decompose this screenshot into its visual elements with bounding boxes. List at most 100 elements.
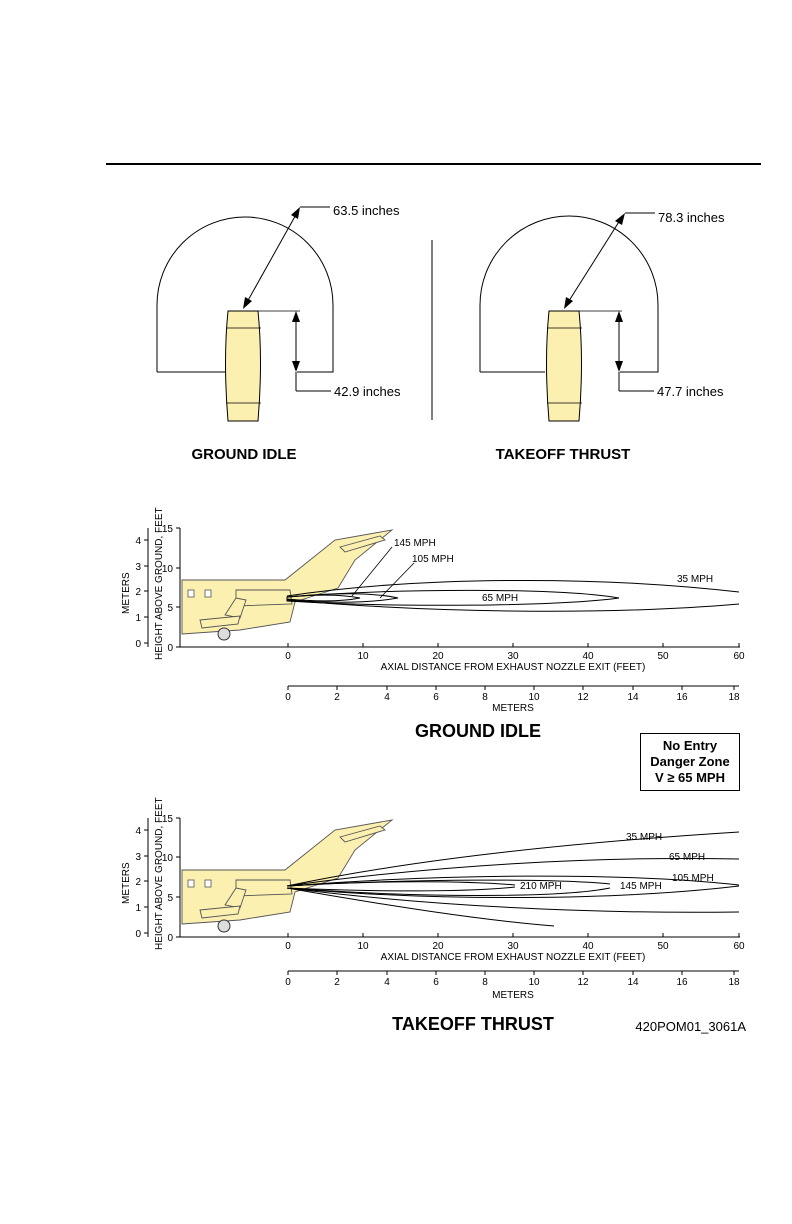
contour-label-65: 65 MPH [482, 593, 518, 604]
y-tick-feet-10: 10 [162, 564, 174, 575]
plot-title-ground-idle: GROUND IDLE [415, 721, 541, 741]
x-tick-m-6-t: 6 [433, 977, 439, 988]
x-tick-m-2: 2 [334, 692, 340, 703]
y-tick-feet-5-t: 5 [167, 893, 173, 904]
x-axis-label-feet: AXIAL DISTANCE FROM EXHAUST NOZZLE EXIT … [381, 662, 646, 673]
y-axis-label-feet-t: HEIGHT ABOVE GROUND, FEET [154, 797, 165, 950]
hazard-envelope-takeoff [479, 215, 659, 373]
legend-line-2: Danger Zone [650, 754, 730, 769]
x-tick-m-10-t: 10 [528, 977, 540, 988]
x-tick-m-16: 16 [676, 692, 688, 703]
contour-35-lower-t [286, 887, 555, 927]
x-tick-feet-40: 40 [582, 651, 594, 662]
x-tick-m-12: 12 [577, 692, 589, 703]
x-tick-feet-10-t: 10 [357, 941, 369, 952]
diagram-title-ground-idle: GROUND IDLE [192, 446, 297, 463]
contour-105 [286, 593, 399, 603]
contour-label-35-t: 35 MPH [626, 832, 662, 843]
plot-title-takeoff: TAKEOFF THRUST [392, 1014, 554, 1034]
height-label-ground-idle: 42.9 inches [334, 384, 401, 399]
y-tick-m-0-t: 0 [135, 929, 141, 940]
contour-label-210-t: 210 MPH [520, 881, 562, 892]
x-tick-m-12-t: 12 [577, 977, 589, 988]
y-tick-m-2-t: 2 [135, 877, 141, 888]
x-tick-m-14-t: 14 [627, 977, 639, 988]
x-tick-feet-40-t: 40 [582, 941, 594, 952]
x-axis-label-meters: METERS [492, 703, 534, 714]
figure-id: 420POM01_3061A [635, 1019, 746, 1034]
x-tick-m-6: 6 [433, 692, 439, 703]
y-tick-m-1-t: 1 [135, 903, 141, 914]
x-tick-m-18-t: 18 [728, 977, 740, 988]
y-tick-feet-5: 5 [167, 603, 173, 614]
y-tick-m-4-t: 4 [135, 826, 141, 837]
legend-line-1: No Entry [662, 738, 718, 753]
plot-takeoff: 35 MPH 65 MPH 105 MPH 145 MPH 210 MPH 0 … [121, 797, 746, 1034]
x-tick-feet-20: 20 [432, 651, 444, 662]
x-tick-m-16-t: 16 [676, 977, 688, 988]
y-axis-label-meters: METERS [121, 572, 132, 614]
x-tick-feet-60: 60 [733, 651, 745, 662]
engine-nacelle-ground-idle [225, 310, 261, 422]
contour-35-upper-t [286, 831, 740, 887]
x-tick-m-18: 18 [728, 692, 740, 703]
contour-105-lower-t [286, 885, 740, 899]
plot-ground-idle: 145 MPH 105 MPH 65 MPH 35 MPH 0 5 10 15 … [121, 507, 745, 741]
contour-label-35: 35 MPH [677, 574, 713, 585]
contour-145-lower-t [286, 887, 611, 896]
diagram-title-takeoff: TAKEOFF THRUST [496, 446, 631, 463]
contour-65 [286, 589, 620, 606]
aircraft-silhouette-ground-idle [181, 529, 394, 641]
x-tick-feet-20-t: 20 [432, 941, 444, 952]
header-rule [106, 163, 761, 165]
height-label-takeoff: 47.7 inches [657, 384, 724, 399]
x-tick-feet-10: 10 [357, 651, 369, 662]
contour-label-145: 145 MPH [394, 538, 436, 549]
radius-label-ground-idle: 63.5 inches [333, 203, 400, 218]
engine-diagram-ground-idle: 63.5 inches 42.9 inches GROUND IDLE [156, 203, 401, 463]
contour-label-105: 105 MPH [412, 554, 454, 565]
contour-65-lower-t [286, 887, 740, 913]
x-tick-feet-50-t: 50 [657, 941, 669, 952]
x-tick-feet-0: 0 [285, 651, 291, 662]
contour-105-upper-t [286, 875, 740, 887]
x-tick-feet-0-t: 0 [285, 941, 291, 952]
y-tick-m-1: 1 [135, 613, 141, 624]
x-tick-m-8-t: 8 [482, 977, 488, 988]
y-tick-feet-10-t: 10 [162, 853, 174, 864]
y-tick-m-4: 4 [135, 536, 141, 547]
y-tick-m-2: 2 [135, 587, 141, 598]
y-axis-label-meters-t: METERS [121, 862, 132, 904]
x-tick-feet-30-t: 30 [507, 941, 519, 952]
y-axis-label-feet: HEIGHT ABOVE GROUND, FEET [154, 507, 165, 660]
aircraft-silhouette-takeoff [181, 819, 394, 933]
y-tick-feet-0-t: 0 [167, 933, 173, 944]
contour-145 [286, 594, 361, 602]
y-tick-m-0: 0 [135, 639, 141, 650]
contour-label-65-t: 65 MPH [669, 852, 705, 863]
y-tick-feet-0: 0 [167, 643, 173, 654]
y-tick-m-3: 3 [135, 562, 141, 573]
danger-zone-legend: No Entry Danger Zone V ≥ 65 MPH [640, 733, 740, 791]
x-tick-m-0: 0 [285, 692, 291, 703]
x-axis-label-feet-t: AXIAL DISTANCE FROM EXHAUST NOZZLE EXIT … [381, 952, 646, 963]
x-tick-feet-30: 30 [507, 651, 519, 662]
x-tick-m-0-t: 0 [285, 977, 291, 988]
x-tick-m-4: 4 [384, 692, 390, 703]
contour-label-105-t: 105 MPH [672, 873, 714, 884]
contour-65-upper-t [286, 857, 740, 887]
y-tick-feet-15-t: 15 [162, 814, 174, 825]
engine-nacelle-takeoff [546, 310, 582, 422]
x-tick-m-14: 14 [627, 692, 639, 703]
contour-35-lower [286, 599, 740, 612]
y-tick-m-3-t: 3 [135, 852, 141, 863]
x-tick-m-4-t: 4 [384, 977, 390, 988]
engine-diagram-takeoff: 78.3 inches 47.7 inches TAKEOFF THRUST [479, 210, 725, 463]
y-tick-feet-15: 15 [162, 524, 174, 535]
radius-label-takeoff: 78.3 inches [658, 210, 725, 225]
contour-35-upper [286, 579, 740, 597]
contour-210-upper-t [286, 881, 516, 887]
contour-210-lower-t [286, 886, 516, 892]
x-tick-m-10: 10 [528, 692, 540, 703]
hazard-envelope-ground-idle [156, 216, 334, 373]
